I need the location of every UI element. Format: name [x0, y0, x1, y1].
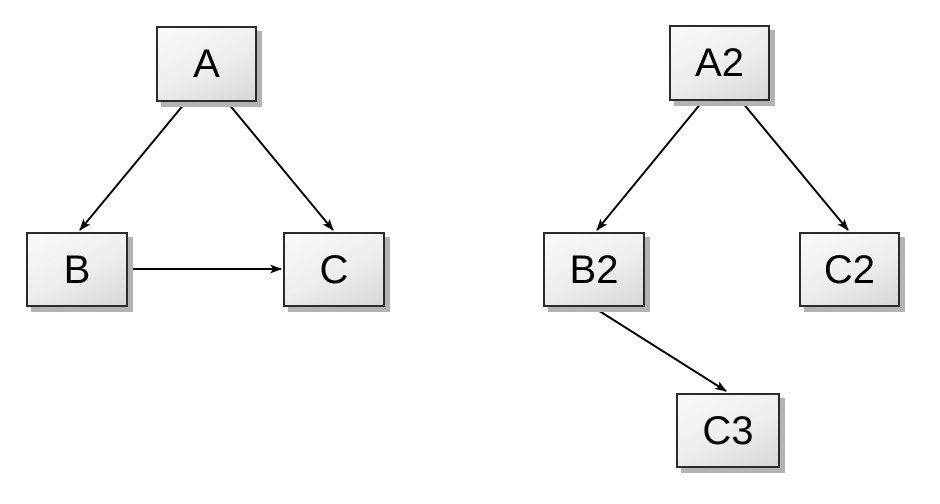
edge-A2-C2[interactable]: [741, 101, 849, 231]
node-label-A: A: [193, 42, 220, 86]
node-label-B: B: [63, 247, 91, 292]
node-A2[interactable]: A2: [669, 25, 770, 101]
node-C2[interactable]: C2: [799, 232, 900, 307]
node-A[interactable]: A: [156, 26, 257, 102]
node-label-A2: A2: [695, 41, 744, 85]
node-C[interactable]: C: [283, 232, 385, 307]
edge-A-C[interactable]: [227, 102, 334, 231]
edge-B2-C3[interactable]: [592, 306, 727, 392]
node-label-B2: B2: [569, 247, 619, 292]
node-label-C: C: [319, 247, 349, 292]
node-B[interactable]: B: [26, 232, 128, 307]
edge-A-B[interactable]: [79, 102, 186, 231]
node-label-C2: C2: [823, 247, 876, 292]
node-B2[interactable]: B2: [543, 232, 645, 307]
edge-A2-B2[interactable]: [596, 101, 703, 231]
node-C3[interactable]: C3: [676, 393, 780, 468]
node-label-C3: C3: [702, 408, 754, 453]
